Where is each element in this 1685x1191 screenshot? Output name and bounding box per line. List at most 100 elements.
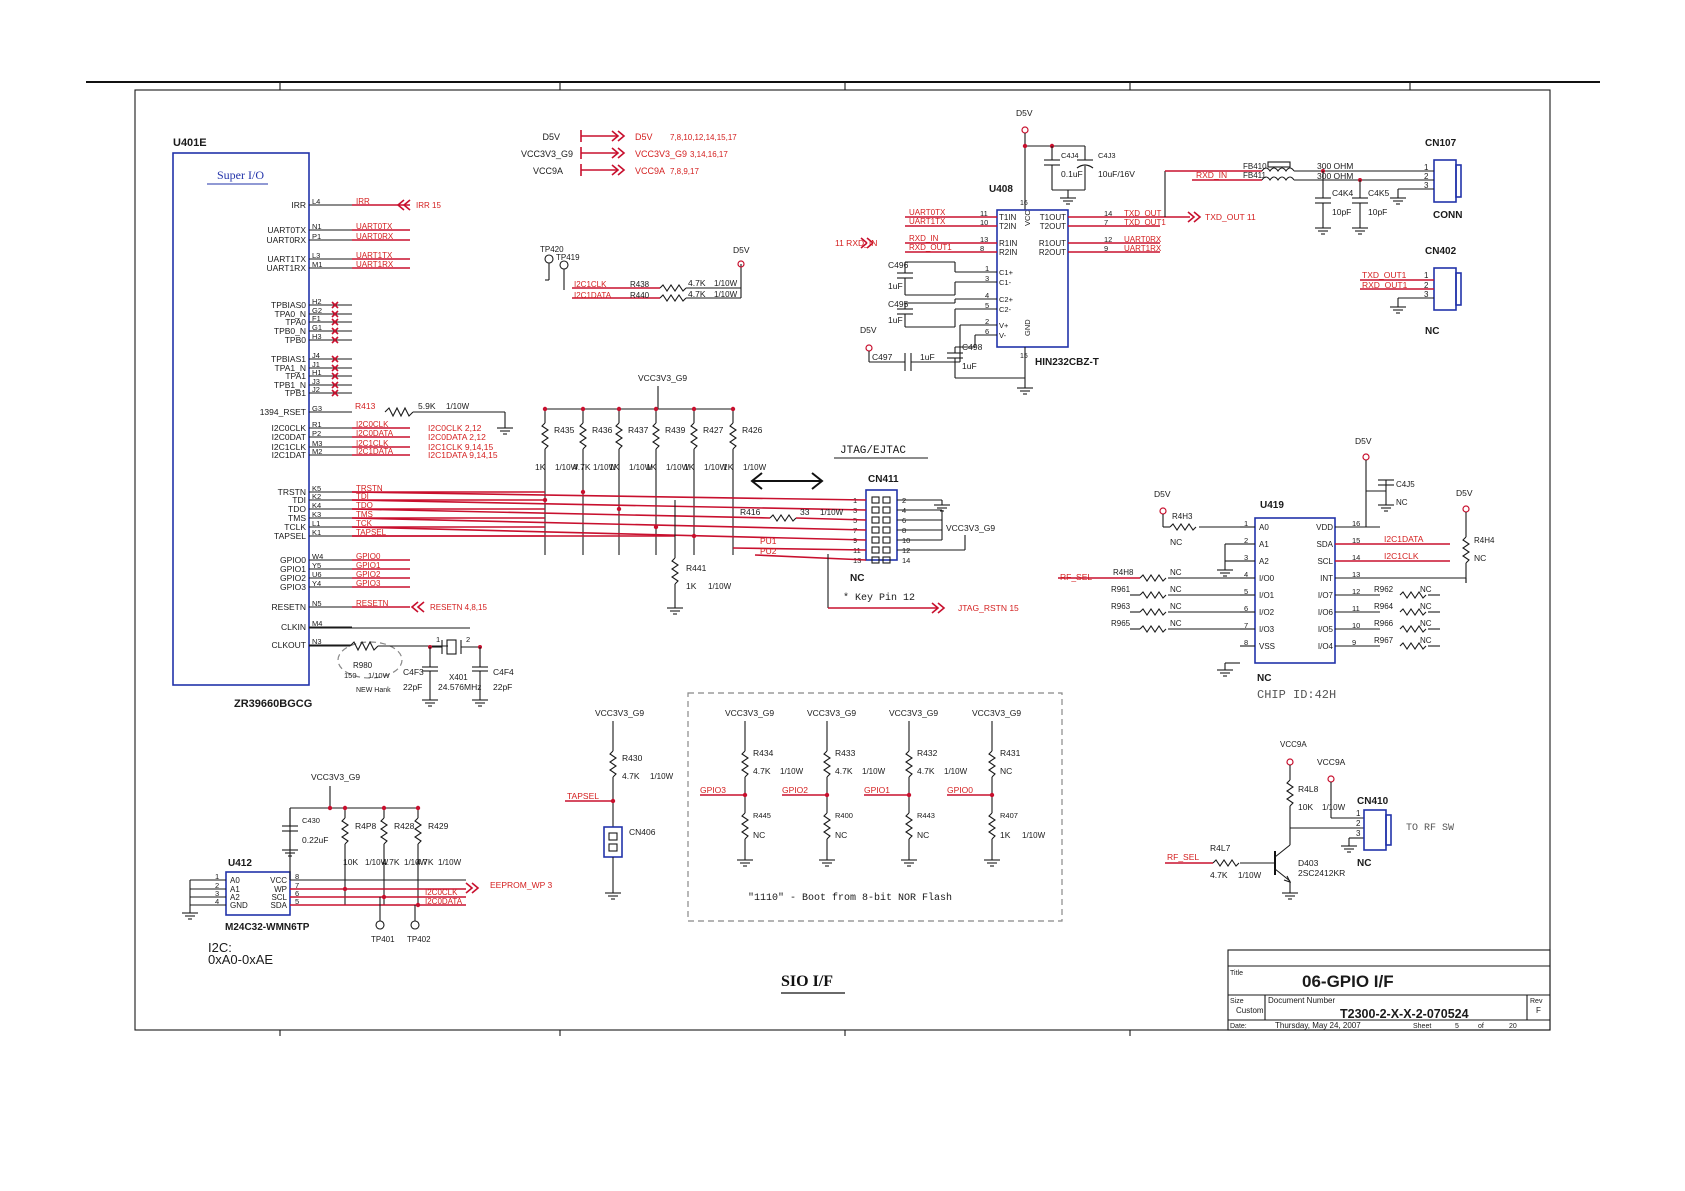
u401-pin-name: TPA1_N bbox=[275, 363, 307, 373]
u408-pin-name: C2+ bbox=[999, 295, 1014, 304]
sheet-label: Sheet bbox=[1413, 1023, 1431, 1030]
u401-pin-ball: H1 bbox=[312, 368, 322, 377]
u401-pin-ball: P2 bbox=[312, 429, 321, 438]
u401-pin-name: I2C0CLK bbox=[272, 423, 307, 433]
boot-col-tup: 1/10W bbox=[944, 767, 968, 776]
u401-pin-name: UART1RX bbox=[266, 263, 306, 273]
u419-pin-name: A0 bbox=[1259, 523, 1269, 532]
u401-pin-name: TMS bbox=[288, 513, 306, 523]
c498-ref: C498 bbox=[962, 342, 983, 352]
boot-col-vdn: NC bbox=[835, 830, 847, 840]
r441-tol: 1/10W bbox=[708, 582, 732, 591]
u419-pin-num: 12 bbox=[1352, 587, 1360, 596]
u401-pin-ball: N3 bbox=[312, 637, 322, 646]
x401-ref: X401 bbox=[449, 673, 468, 682]
u419-scl-net: I2C1CLK bbox=[1384, 551, 1419, 561]
c4f4-val: 22pF bbox=[493, 682, 512, 692]
u401-pin-ball: M4 bbox=[312, 619, 322, 628]
u419-pin-num: 2 bbox=[1244, 536, 1248, 545]
boot-col-vcc: VCC3V3_G9 bbox=[725, 708, 774, 718]
boot-col-vup: 4.7K bbox=[835, 766, 853, 776]
u412-pin-name: WP bbox=[274, 885, 287, 894]
u408-d5v: D5V bbox=[1016, 108, 1033, 118]
u401-pin-net: RESETN bbox=[356, 599, 389, 608]
u419-io-res-nc: NC bbox=[1170, 585, 1182, 594]
cn410-vcc2: VCC9A bbox=[1317, 757, 1346, 767]
cn402-net-2: RXD_OUT1 bbox=[1362, 280, 1408, 290]
cn107-ref: CN107 bbox=[1425, 138, 1457, 149]
u401-pin-net: GPIO0 bbox=[356, 552, 381, 561]
u419-pin-num: 10 bbox=[1352, 621, 1360, 630]
u419-io-res-nc: NC bbox=[1170, 568, 1182, 577]
cn402-net-1: TXD_OUT1 bbox=[1362, 270, 1407, 280]
x401-val: 24.576MHz bbox=[438, 682, 481, 692]
r4l7-ref: R4L7 bbox=[1210, 843, 1231, 853]
u408-left-net: UART0TX bbox=[909, 208, 946, 217]
u401-pin-name: GPIO2 bbox=[280, 573, 306, 583]
u419-io-res-ref: R962 bbox=[1374, 585, 1394, 594]
u401-pin-name: UART0RX bbox=[266, 235, 306, 245]
u401-pin-name: I2C1DAT bbox=[272, 450, 306, 460]
u408-pin-name: T2IN bbox=[999, 222, 1017, 231]
u408-right-net: UART0RX bbox=[1124, 235, 1162, 244]
u401-pin-ball: J2 bbox=[312, 385, 320, 394]
r980-note: NEW Hank bbox=[356, 687, 391, 694]
boot-vcc: VCC3V3_G9 bbox=[595, 708, 644, 718]
boot-col-gpio: GPIO2 bbox=[782, 785, 808, 795]
u408-vcc-pin: 16 bbox=[1020, 200, 1028, 207]
u408-right-net: UART1RX bbox=[1124, 244, 1162, 253]
u401-pin-ball: G1 bbox=[312, 323, 322, 332]
boot-col-rdn: R443 bbox=[917, 811, 935, 820]
boot-tapsel: TAPSEL bbox=[567, 791, 599, 801]
u419-pin-num: 7 bbox=[1244, 621, 1248, 630]
svg-text:1: 1 bbox=[1424, 271, 1429, 280]
tp401-label: TP401 bbox=[371, 935, 395, 944]
power-legend: D5V VCC3V3_G9 VCC9A D5V 7,8,10,12,14,15,… bbox=[521, 130, 737, 176]
u408-pin-name: C1+ bbox=[999, 268, 1014, 277]
r440-tol: 1/10W bbox=[714, 290, 738, 299]
u412-pullup-val: 10K bbox=[343, 857, 358, 867]
u412-pin-num: 1 bbox=[215, 872, 219, 881]
boot-col-rdn: R445 bbox=[753, 811, 771, 820]
u419-io-res-nc: NC bbox=[1420, 585, 1432, 594]
u401-ref: U401E bbox=[173, 137, 207, 149]
jtag-rstn: JTAG_RSTN 15 bbox=[958, 603, 1019, 613]
cn410-nc: NC bbox=[1357, 858, 1371, 869]
u408-pin-num: 10 bbox=[980, 218, 988, 227]
i2c-label: I2C: bbox=[208, 940, 232, 955]
r416-ref: R416 bbox=[740, 507, 761, 517]
u419-io-res-ref: R965 bbox=[1111, 619, 1131, 628]
u401-pin-xref: IRR 15 bbox=[416, 201, 441, 210]
u401-pin-ball: L3 bbox=[312, 251, 320, 260]
u419-pin-name: I/O6 bbox=[1318, 608, 1334, 617]
u419-pin-name: A1 bbox=[1259, 540, 1269, 549]
u412-pullup-val: 4.7K bbox=[416, 857, 434, 867]
c4k5-ref: C4K5 bbox=[1368, 188, 1390, 198]
u408-pin-num: 6 bbox=[985, 327, 989, 336]
r4h3-ref: R4H3 bbox=[1172, 512, 1193, 521]
cn107-part: CONN bbox=[1433, 210, 1462, 221]
boot-col-tup: 1/10W bbox=[780, 767, 804, 776]
u419-pin-name: I/O1 bbox=[1259, 591, 1275, 600]
u401-pin-ball: R1 bbox=[312, 420, 322, 429]
u401-pin-xref: RESETN 4,8,15 bbox=[430, 603, 487, 612]
u412-pin-num: 5 bbox=[295, 897, 299, 906]
u401-pin-net: GPIO1 bbox=[356, 561, 381, 570]
r416-tol: 1/10W bbox=[820, 508, 844, 517]
u408-block: D5V C4J4 0.1uF C4J3 10uF/16V U408 VCC 16… bbox=[835, 108, 1256, 395]
u408-pin-num: 4 bbox=[985, 291, 989, 300]
u419-pin-num: 8 bbox=[1244, 638, 1248, 647]
r440-net: I2C1DATA bbox=[574, 291, 612, 300]
rxd-in-xref: 11 RXD_IN bbox=[835, 238, 877, 248]
u401-pin-ball: K4 bbox=[312, 501, 321, 510]
cn402-ref: CN402 bbox=[1425, 246, 1457, 257]
u419-pin-num: 14 bbox=[1352, 553, 1360, 562]
jtag-pullup-val: 1K bbox=[684, 462, 695, 472]
sheet-caption: SIO I/F bbox=[781, 973, 833, 990]
fb411-val: 300 OHM bbox=[1317, 171, 1353, 181]
c4f3-ref: C4F3 bbox=[403, 667, 424, 677]
u408-left-net: UART1TX bbox=[909, 217, 946, 226]
u401-pin-name: TPB0 bbox=[285, 335, 307, 345]
